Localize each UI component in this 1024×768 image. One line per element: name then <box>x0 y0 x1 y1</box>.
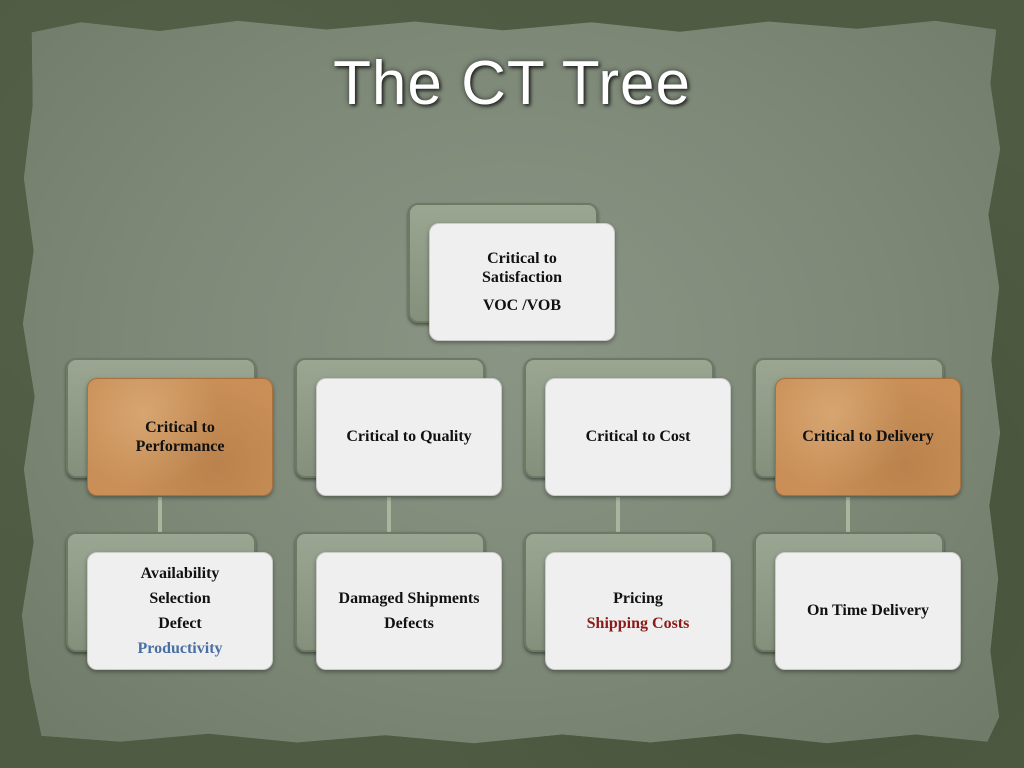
detail-on-time-delivery: On Time Delivery <box>806 602 930 620</box>
detail-damaged-shipments: Damaged Shipments <box>338 589 480 607</box>
detail-defects: Defects <box>384 615 434 632</box>
slide-title: The CT Tree <box>333 49 691 118</box>
node-critical-to-cost: Critical to Cost <box>545 378 731 496</box>
node-delivery-details: On Time Delivery <box>775 552 961 670</box>
detail-availability: Availability <box>140 564 220 582</box>
root-label-line1: Critical to <box>487 250 557 268</box>
node-critical-to-performance: Critical to Performance <box>87 378 273 496</box>
node-cost-details: Pricing Shipping Costs <box>545 552 731 670</box>
performance-label-line2: Performance <box>135 438 225 455</box>
cost-label: Critical to Cost <box>585 428 691 446</box>
node-critical-to-quality: Critical to Quality <box>316 378 502 496</box>
detail-defect: Defect <box>158 615 202 632</box>
detail-shipping-costs: Shipping Costs <box>586 615 690 632</box>
quality-label: Critical to Quality <box>346 428 472 446</box>
root-node: Critical to Satisfaction VOC /VOB <box>429 223 615 341</box>
node-performance-details: Availability Selection Defect Productivi… <box>87 552 273 670</box>
detail-pricing: Pricing <box>613 589 663 607</box>
performance-label-line1: Critical to <box>145 418 215 436</box>
detail-selection: Selection <box>149 589 211 607</box>
node-critical-to-delivery: Critical to Delivery <box>775 378 961 496</box>
detail-productivity: Productivity <box>137 640 223 658</box>
delivery-label: Critical to Delivery <box>802 428 934 446</box>
root-label-line2: Satisfaction <box>482 269 562 287</box>
root-label-line3: VOC /VOB <box>482 296 562 314</box>
node-quality-details: Damaged Shipments Defects <box>316 552 502 670</box>
